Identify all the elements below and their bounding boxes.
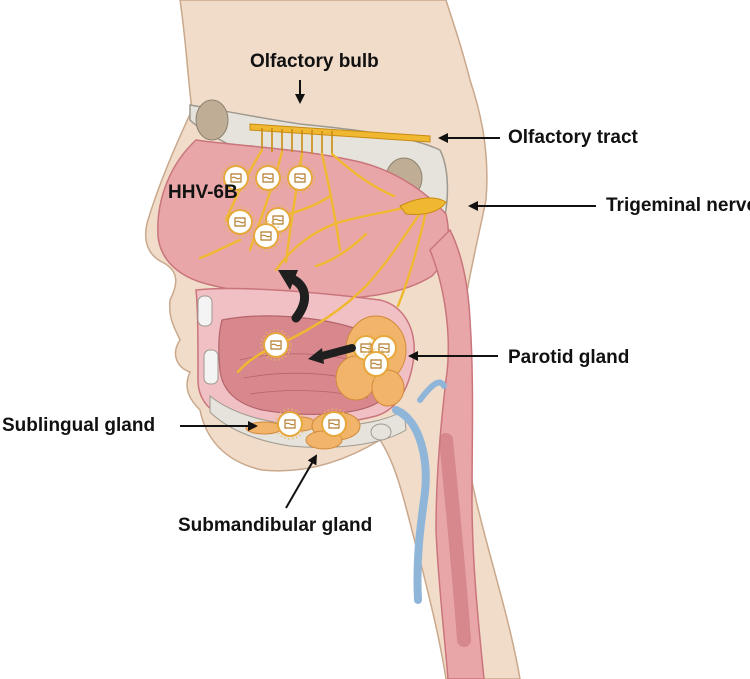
hyoid-bone: [370, 423, 392, 441]
epiglottis: [417, 379, 447, 403]
olfactory-tract-shape: [249, 123, 431, 143]
frontal-sinus: [195, 99, 229, 141]
pharynx: [429, 228, 485, 679]
olfactory-fibers: [261, 128, 333, 154]
trigeminal-ganglion: [399, 197, 447, 215]
migration-arrow-curved-head: [278, 270, 298, 290]
olfactory-bulb-label: Olfactory bulb: [250, 51, 379, 72]
parotid-gland-label: Parotid gland: [508, 347, 630, 368]
submandibular-gland-label: Submandibular gland: [178, 515, 373, 536]
esophagus: [439, 433, 471, 647]
migration-arrow-straight: [318, 344, 356, 360]
hhv6b-label: HHV-6B: [168, 182, 238, 203]
sublingual-gland-label: Sublingual gland: [2, 415, 156, 436]
olfactory-tract-label: Olfactory tract: [508, 127, 638, 148]
larynx: [392, 406, 430, 604]
migration-arrow-straight-head: [308, 348, 324, 364]
lower-incisor: [203, 349, 219, 385]
submandibular-gland-pointer: [285, 454, 317, 509]
upper-incisor: [197, 295, 213, 327]
trigeminal-nerve-label: Trigeminal nerve: [606, 195, 750, 216]
